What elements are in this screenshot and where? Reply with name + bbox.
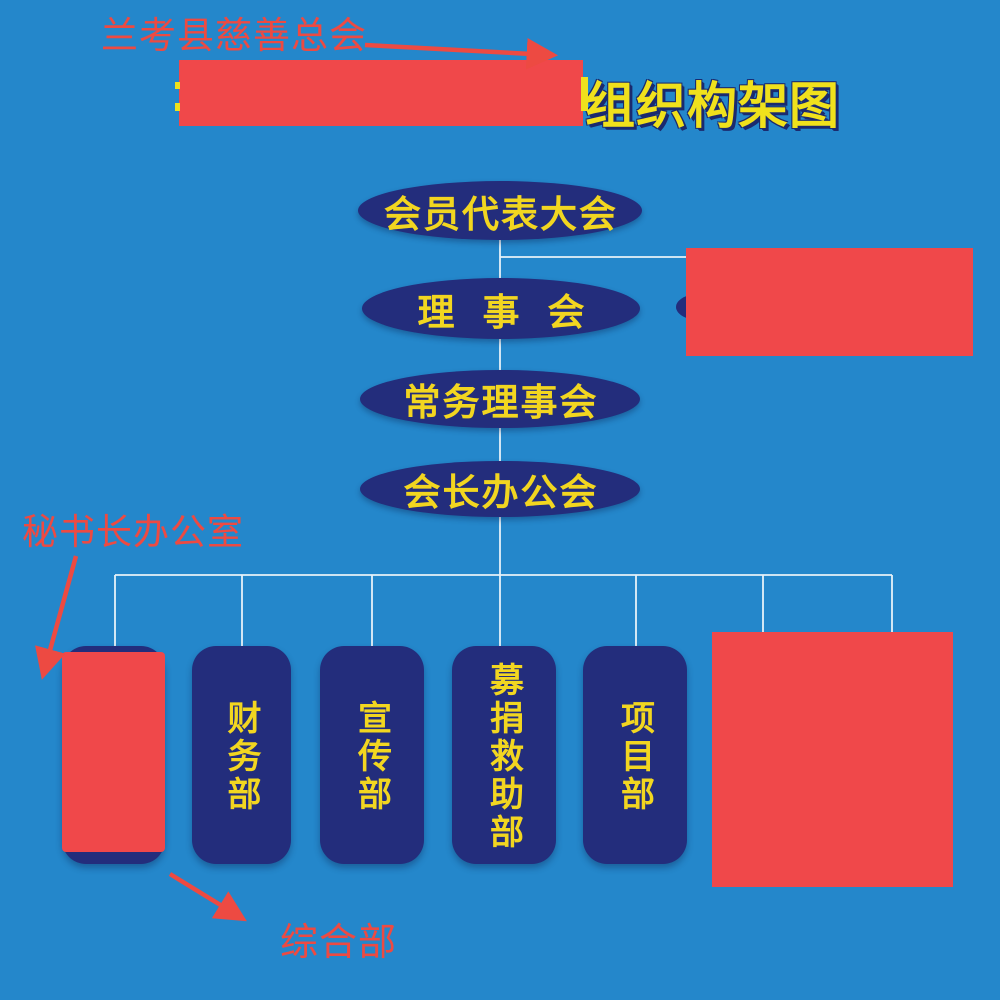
org-node-label: 常务理事会 — [403, 382, 599, 423]
org-node-label: 理事会 — [417, 291, 613, 333]
org-node-label: 会员代表大会 — [384, 193, 618, 235]
org-node-label: 会长办公会 — [403, 472, 599, 513]
arrow-to-title — [364, 38, 559, 70]
annotation-general-department: 综合部 — [280, 922, 398, 964]
org-node-standing-council: 常务理事会 — [360, 370, 640, 428]
arrow-to-general-dept — [168, 872, 247, 922]
dept-label: 宣传部 — [352, 700, 391, 814]
dept-box-publicity: 宣传部 — [320, 646, 424, 864]
redaction-box-bottom-right — [712, 632, 953, 887]
dept-label: 募捐救助部 — [484, 662, 523, 852]
redaction-box-right — [686, 248, 973, 356]
dept-box-fundraising-relief: 募捐救助部 — [452, 646, 556, 864]
annotation-charity-federation: 兰考县慈善总会 — [101, 15, 367, 56]
title-covered-char-dot — [175, 82, 180, 89]
redaction-box-dept1 — [62, 652, 165, 852]
org-node-council: 理事会 — [362, 278, 640, 339]
page-title: 组织构架图 — [585, 78, 840, 134]
title-covered-char-sliver — [581, 77, 588, 111]
dept-label: 项目部 — [615, 700, 654, 814]
redaction-box-title — [179, 60, 583, 126]
annotation-secretary-office: 秘书长办公室 — [22, 511, 245, 552]
org-node-president-office-meeting: 会长办公会 — [360, 461, 640, 517]
dept-box-finance: 财务部 — [192, 646, 291, 864]
org-node-member-assembly: 会员代表大会 — [358, 181, 642, 240]
dept-label: 财务部 — [222, 700, 260, 814]
dept-box-project: 项目部 — [583, 646, 687, 864]
title-covered-char-dot — [175, 103, 180, 111]
